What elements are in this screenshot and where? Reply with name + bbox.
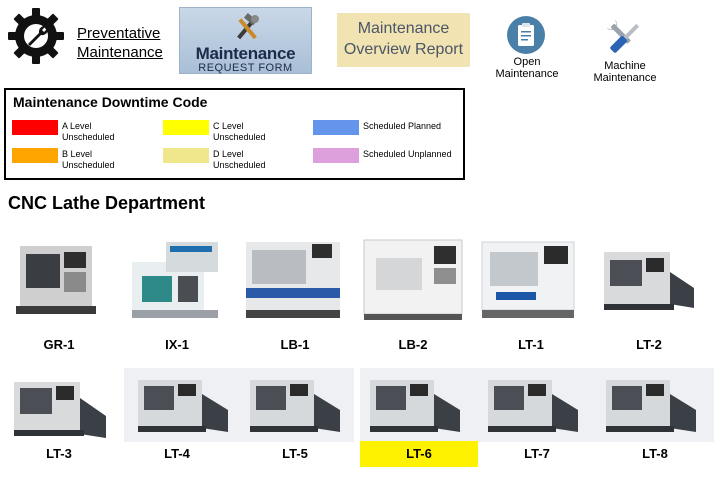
legend-swatch	[163, 120, 209, 135]
machine-tile-ix-1[interactable]: IX-1	[118, 232, 236, 364]
lathe-machine-image	[236, 368, 354, 442]
machine-maintenance-link[interactable]: Machine Maintenance	[584, 60, 666, 84]
legend-swatch	[313, 148, 359, 163]
preventative-maintenance-link[interactable]: Preventative Maintenance	[77, 24, 163, 62]
machine-label: LT-3	[46, 446, 72, 461]
department-title: CNC Lathe Department	[8, 193, 206, 213]
legend-swatch	[163, 148, 209, 163]
legend-label: Scheduled Unplanned	[363, 149, 452, 159]
machine-tile-lt-6[interactable]: LT-6	[360, 368, 478, 500]
screwdriver-wrench-icon[interactable]	[603, 16, 647, 60]
om-line1: Open	[513, 56, 541, 68]
lathe-machine-image	[360, 368, 478, 442]
machine-tile-lt-5[interactable]: LT-5	[236, 368, 354, 500]
machine-tile-lb-1[interactable]: LB-1	[236, 232, 354, 364]
machine-tile-gr-1[interactable]: GR-1	[0, 232, 118, 364]
legend-label: A Level Unscheduled	[62, 121, 115, 142]
lathe-machine-image	[124, 368, 236, 442]
machine-label: LT-4	[164, 446, 190, 461]
lathe-machine-image	[14, 382, 106, 438]
legend-swatch	[12, 120, 58, 135]
machine-label: LT-6	[360, 441, 478, 467]
machine-label: IX-1	[165, 337, 189, 352]
mor-line1: Maintenance	[357, 20, 450, 37]
machine-label: LT-8	[642, 446, 668, 461]
lathe-machine-image	[132, 242, 218, 318]
legend-swatch	[12, 148, 58, 163]
maintenance-gear-icon[interactable]	[6, 6, 66, 66]
lathe-machine-image	[246, 242, 340, 318]
machine-label: LT-2	[636, 337, 662, 352]
mrf-title: Maintenance	[195, 44, 296, 63]
machine-tile-lt-2[interactable]: LT-2	[590, 232, 708, 364]
machine-tile-lt-4[interactable]: LT-4	[118, 368, 236, 500]
maintenance-request-form-button[interactable]: Maintenance REQUEST FORM	[179, 7, 312, 74]
pm-link-line2: Maintenance	[77, 44, 163, 61]
lathe-machine-image	[478, 368, 596, 442]
mrf-subtitle: REQUEST FORM	[198, 62, 293, 74]
machine-tile-lt-8[interactable]: LT-8	[596, 368, 714, 500]
mor-line2: Overview Report	[343, 41, 464, 58]
machine-label: LT-1	[518, 337, 544, 352]
lathe-machine-image	[596, 368, 714, 442]
mm-line1: Machine	[604, 60, 646, 72]
machine-label: LT-7	[524, 446, 550, 461]
mm-line2: Maintenance	[593, 72, 657, 84]
lathe-machine-image	[604, 252, 694, 310]
legend-swatch	[313, 120, 359, 135]
lathe-machine-image	[481, 241, 575, 318]
legend-title: Maintenance Downtime Code	[13, 94, 208, 110]
legend-label: D Level Unscheduled	[213, 149, 266, 170]
machine-label: LB-1	[280, 337, 310, 352]
machine-label: GR-1	[43, 337, 75, 352]
pm-link-line1: Preventative	[77, 25, 161, 42]
clipboard-icon[interactable]	[506, 15, 546, 55]
hammer-wrench-icon	[237, 13, 259, 40]
open-maintenance-link[interactable]: Open Maintenance	[486, 56, 568, 80]
legend-label: Scheduled Planned	[363, 121, 442, 131]
om-line2: Maintenance	[495, 68, 559, 80]
maintenance-overview-report-button[interactable]: Maintenance Overview Report	[337, 13, 470, 67]
machine-tile-lt-3[interactable]: LT-3	[0, 368, 118, 500]
machine-tile-lb-2[interactable]: LB-2	[354, 232, 472, 364]
machine-tile-lt-7[interactable]: LT-7	[478, 368, 596, 500]
downtime-code-legend: Maintenance Downtime Code A Level Unsche…	[4, 88, 465, 180]
machine-tile-lt-1[interactable]: LT-1	[472, 232, 590, 364]
legend-label: B Level Unscheduled	[62, 149, 115, 170]
lathe-machine-image	[16, 246, 96, 314]
machine-label: LB-2	[398, 337, 428, 352]
machine-label: LT-5	[282, 446, 308, 461]
lathe-machine-image	[363, 239, 463, 320]
legend-label: C Level Unscheduled	[213, 121, 266, 142]
